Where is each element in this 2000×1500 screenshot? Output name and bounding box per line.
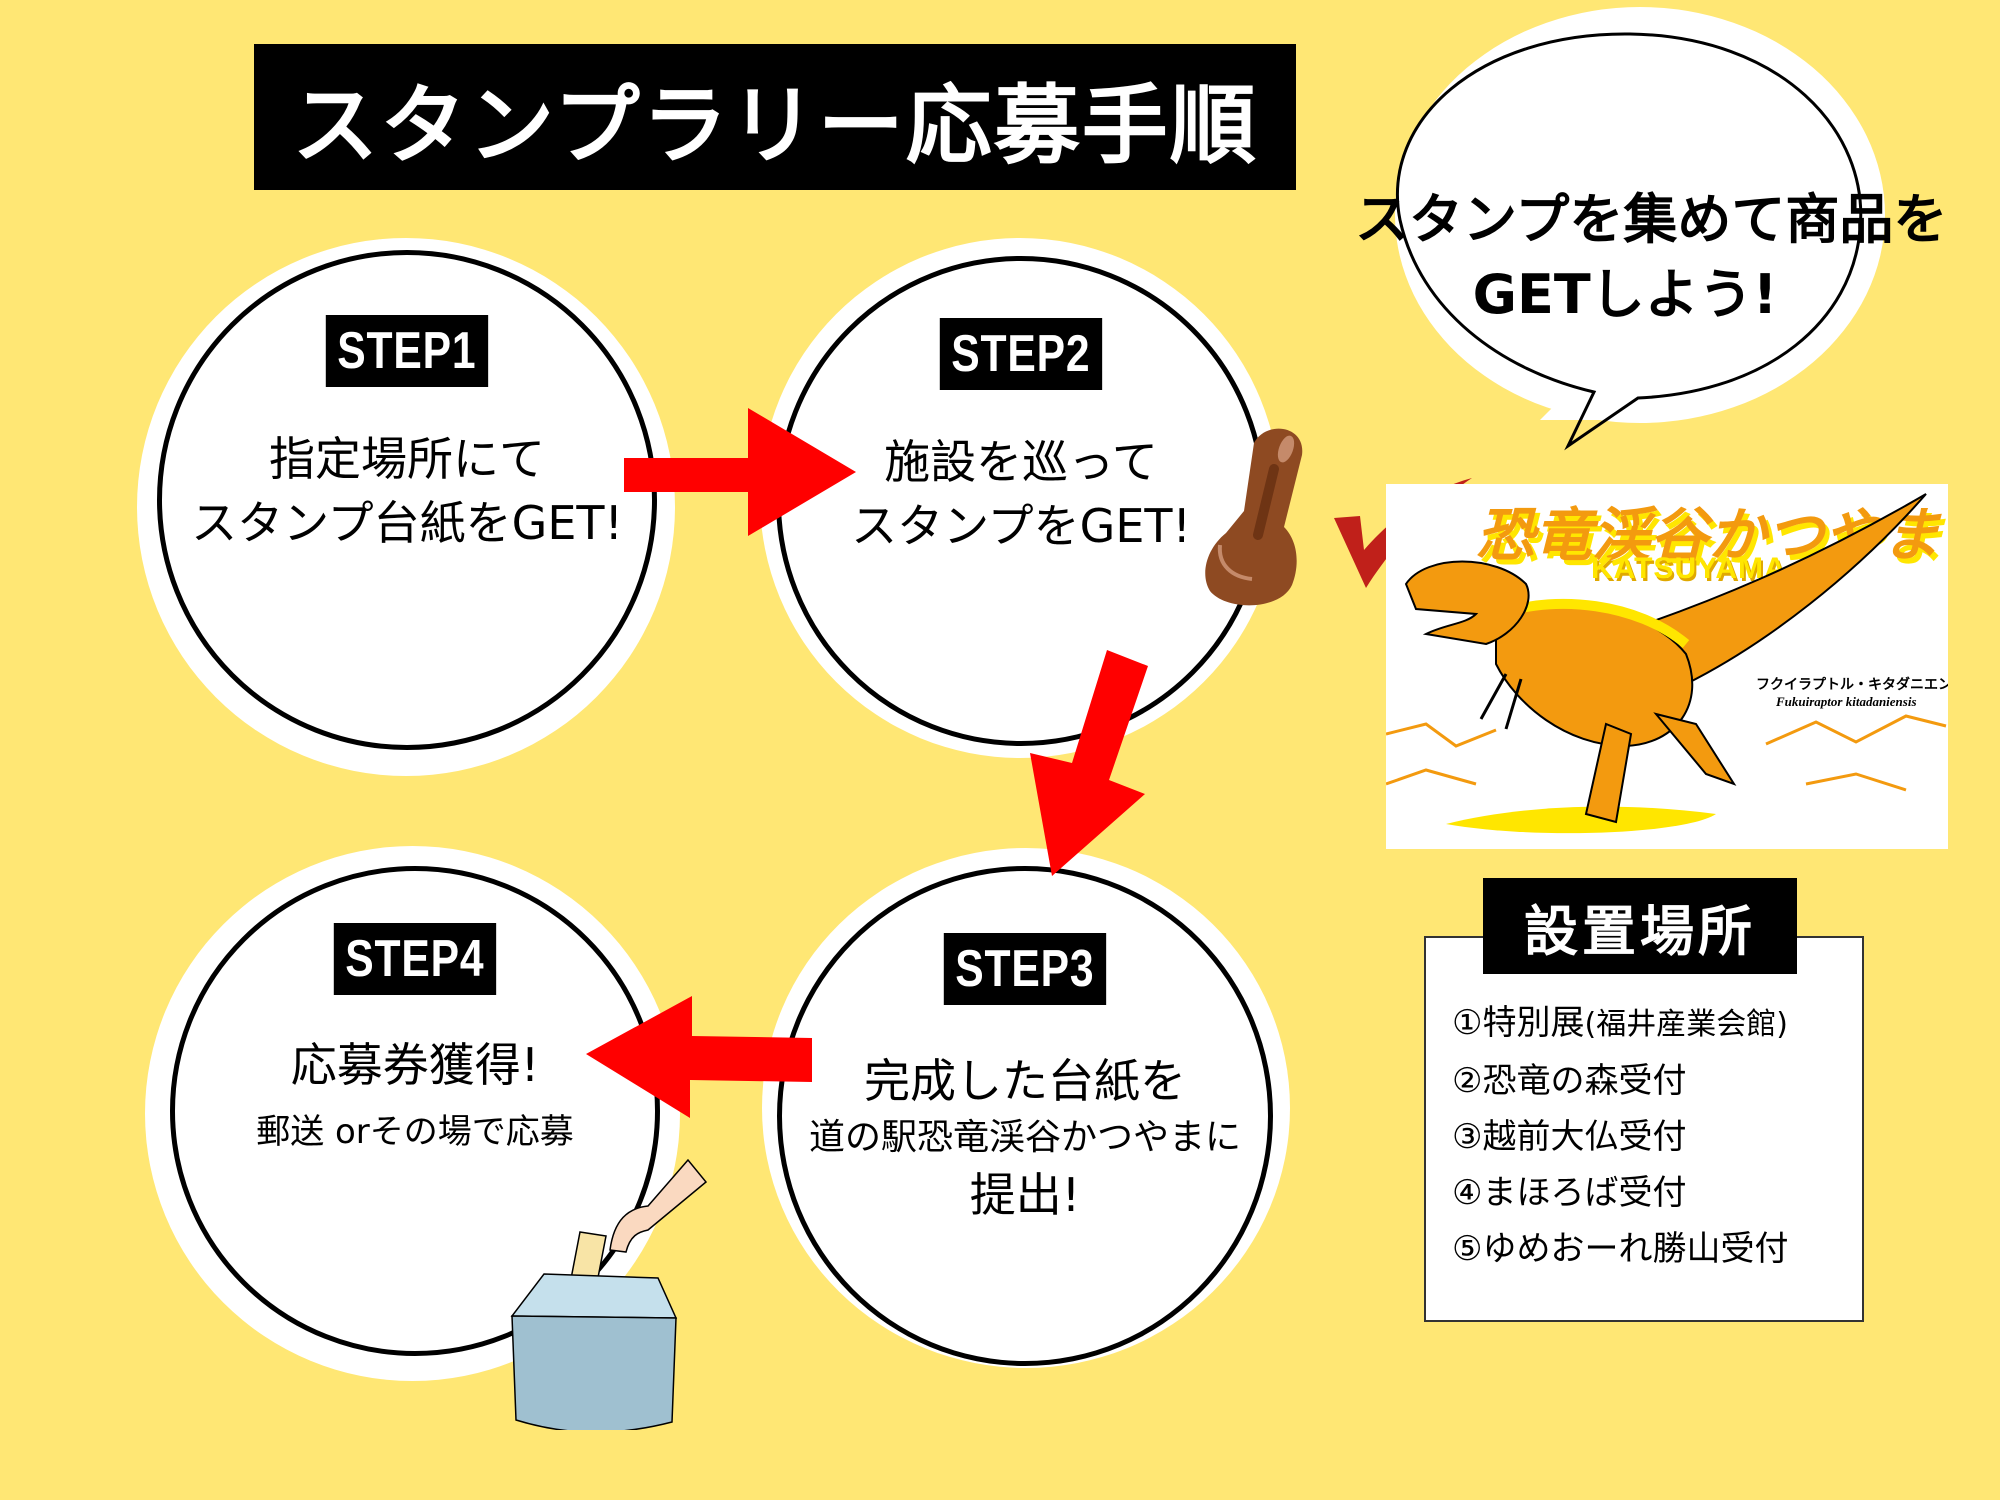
step4-line1: 応募券獲得!: [290, 1038, 540, 1092]
dinosaur-card-image: 恐竜渓谷かつやま KATSUYAMA フクイラプトル・キタダニエンシス Fuku…: [1386, 484, 1948, 849]
species-name-latin: Fukuiraptor kitadaniensis: [1776, 694, 1917, 709]
ballot-box-icon: [510, 1158, 708, 1430]
step1-circle: STEP1 指定場所にて スタンプ台紙をGET!: [157, 250, 657, 750]
step2-badge: STEP2: [939, 318, 1103, 390]
step1-line2: スタンプ台紙をGET!: [191, 496, 623, 550]
location-note: (福井産業会館): [1584, 1007, 1788, 1042]
location-item: ③越前大仏受付: [1452, 1109, 1788, 1165]
step2-line2: スタンプをGET!: [851, 499, 1191, 553]
step4-badge: STEP4: [333, 923, 497, 995]
location-item: ④まほろば受付: [1452, 1165, 1788, 1221]
arrow-down-shape: [1030, 650, 1148, 876]
location-item: ⑤ゆめおーれ勝山受付: [1452, 1221, 1788, 1277]
location-label: ①特別展: [1452, 1003, 1585, 1043]
dinosaur-illustration: [1386, 493, 1947, 834]
step3-line1: 完成した台紙を: [864, 1054, 1186, 1108]
species-name-japanese: フクイラプトル・キタダニエンシス: [1756, 677, 1948, 693]
locations-header: 設置場所: [1483, 878, 1797, 974]
step3-line2: 道の駅恐竜渓谷かつやまに: [808, 1117, 1241, 1158]
arrow-down-icon: [1030, 650, 1148, 876]
stamp-icon: [1205, 428, 1303, 606]
page-title-banner: スタンプラリー応募手順: [254, 44, 1296, 190]
location-item: ②恐竜の森受付: [1452, 1053, 1788, 1109]
location-label: ④まほろば受付: [1452, 1173, 1687, 1213]
location-label: ⑤ゆめおーれ勝山受付: [1452, 1229, 1789, 1269]
step3-line3: 提出!: [969, 1168, 1081, 1222]
arrow-left-icon: [586, 996, 812, 1118]
arrow-left-shape: [586, 996, 812, 1118]
step3-badge: STEP3: [943, 933, 1107, 1005]
locations-list: ①特別展(福井産業会館) ②恐竜の森受付 ③越前大仏受付 ④まほろば受付 ⑤ゆめ…: [1452, 995, 1788, 1277]
speech-bubble-shape: [1395, 7, 1885, 451]
locations-panel: [1424, 936, 1864, 1322]
arrow-right-shape: [624, 408, 856, 536]
step1-badge: STEP1: [325, 315, 489, 387]
location-label: ②恐竜の森受付: [1452, 1061, 1687, 1101]
dinosaur-card-subtitle: KATSUYAMA: [1591, 552, 1787, 585]
step3-circle: STEP3 完成した台紙を 道の駅恐竜渓谷かつやまに 提出!: [777, 866, 1273, 1366]
arrow-right-icon: [624, 408, 856, 536]
step4-line2: 郵送 orその場で応募: [256, 1112, 574, 1152]
speech-bubble-line1: スタンプを集めて商品を: [1355, 188, 1948, 251]
speech-bubble-line2: GETしよう!: [1472, 263, 1778, 326]
step1-line1: 指定場所にて: [269, 432, 545, 486]
location-item: ①特別展(福井産業会館): [1452, 995, 1788, 1053]
step2-line1: 施設を巡って: [884, 435, 1158, 489]
page-title: スタンプラリー応募手順: [292, 75, 1258, 176]
location-label: ③越前大仏受付: [1452, 1117, 1687, 1157]
